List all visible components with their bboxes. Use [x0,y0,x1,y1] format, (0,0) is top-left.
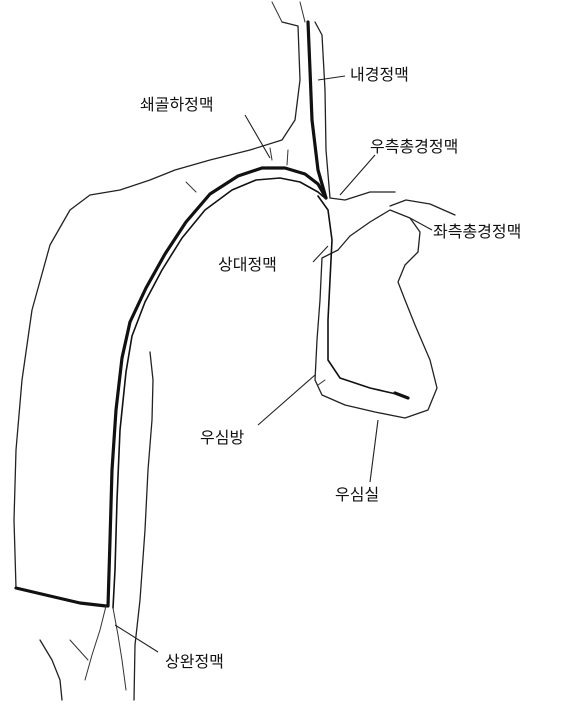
label-superior-vena-cava: 상대정맥 [218,255,277,274]
label-right-common-carotid-vein: 우측총경정맥 [370,137,458,156]
superior-vena-cava [318,196,405,396]
label-right-atrium: 우심방 [200,428,244,447]
leader-lines [115,76,432,652]
label-brachial-vein: 상완정맥 [165,652,224,671]
arm-outline [14,22,395,700]
subclavian-brachial-vein [108,168,326,606]
armpit-cut-line [16,588,106,606]
label-right-ventricle: 우심실 [335,485,379,504]
label-internal-jugular-vein: 내경정맥 [350,65,409,84]
label-left-common-carotid-vein: 좌측총경정맥 [433,222,521,241]
label-subclavian-vein: 쇄골하정맥 [140,95,214,114]
